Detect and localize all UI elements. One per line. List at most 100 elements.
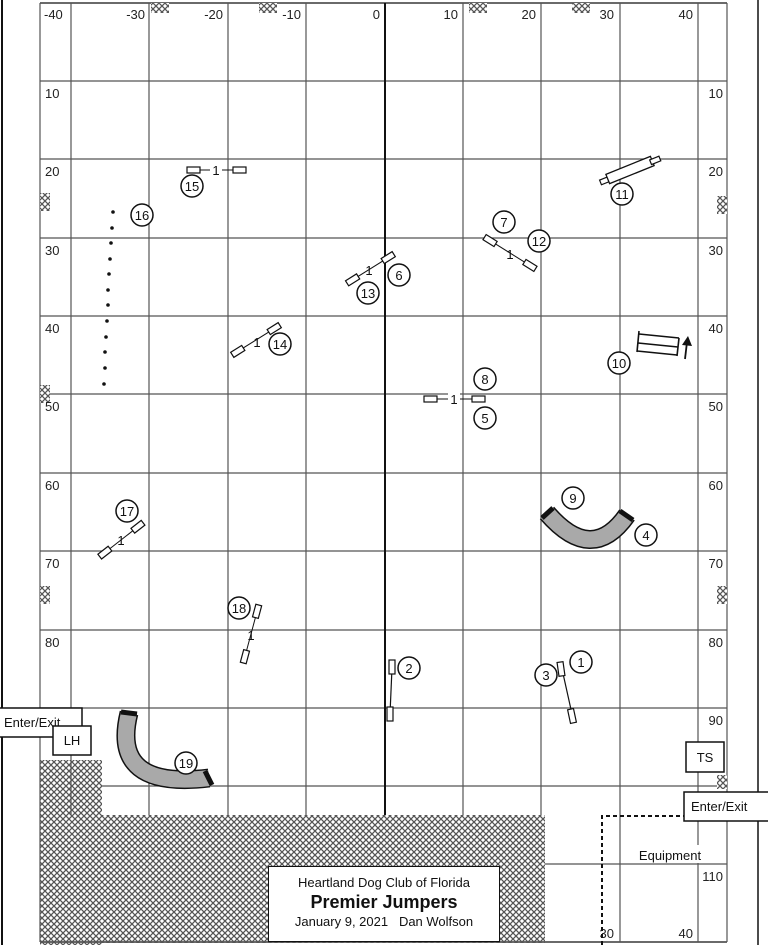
svg-text:-30: -30	[126, 7, 145, 22]
svg-text:1: 1	[577, 655, 584, 670]
svg-text:13: 13	[361, 286, 375, 301]
jump-7-wing-label: 1	[506, 247, 513, 262]
obstacle-number-16: 16	[130, 203, 154, 227]
club-name: Heartland Dog Club of Florida	[298, 875, 470, 890]
obstacle-number-11: 11	[610, 182, 634, 206]
svg-text:70: 70	[709, 556, 723, 571]
svg-text:10: 10	[709, 86, 723, 101]
obstacle-number-2: 2	[397, 656, 421, 680]
svg-text:60: 60	[45, 478, 59, 493]
svg-text:17: 17	[120, 504, 134, 519]
svg-text:30: 30	[600, 926, 614, 941]
border-markers	[40, 3, 727, 789]
course-date: January 9, 2021	[294, 914, 389, 929]
weave-poles-16	[102, 210, 115, 386]
svg-text:18: 18	[232, 601, 246, 616]
svg-text:6: 6	[395, 268, 402, 283]
svg-text:40: 40	[679, 926, 693, 941]
svg-text:11: 11	[615, 187, 629, 202]
svg-text:16: 16	[135, 208, 149, 223]
tunnel-19	[116, 709, 215, 790]
svg-text:1: 1	[212, 163, 219, 178]
svg-text:Equipment: Equipment	[639, 848, 702, 863]
obstacle-number-5: 5	[473, 406, 497, 430]
obstacle-number-3: 3	[534, 663, 558, 687]
course-name: Premier Jumpers	[310, 892, 458, 912]
jump-6-wing-label: 1	[365, 263, 372, 278]
svg-text:10: 10	[45, 86, 59, 101]
jump-7-12	[482, 233, 538, 273]
svg-text:-40: -40	[44, 7, 63, 22]
obstacle-number-6: 6	[387, 263, 411, 287]
svg-text:110: 110	[702, 869, 723, 884]
svg-text:20: 20	[45, 164, 59, 179]
svg-text:90: 90	[709, 713, 723, 728]
direction-arrow-icon	[682, 336, 692, 360]
svg-text:Enter/Exit: Enter/Exit	[691, 799, 748, 814]
obstacle-number-8: 8	[473, 367, 497, 391]
obstacle-number-17: 17	[115, 499, 139, 523]
triple-jump-10	[636, 330, 680, 357]
svg-text:5: 5	[481, 411, 488, 426]
table-steward-box: TS	[685, 741, 725, 773]
svg-text:60: 60	[709, 478, 723, 493]
svg-text:50: 50	[45, 399, 59, 414]
svg-text:-10: -10	[282, 7, 301, 22]
svg-text:14: 14	[273, 337, 287, 352]
svg-text:70: 70	[45, 556, 59, 571]
obstacle-number-13: 13	[356, 281, 380, 305]
jump-17-wing-label: 1	[117, 533, 124, 548]
obstacle-number-10: 10	[607, 351, 631, 375]
jump-15: 1	[186, 163, 247, 178]
jump-2	[386, 659, 396, 722]
svg-text:30: 30	[709, 243, 723, 258]
svg-text:12: 12	[532, 234, 546, 249]
svg-text:LH: LH	[64, 733, 81, 748]
svg-text:8: 8	[481, 372, 488, 387]
leash-holder-box: LH	[52, 725, 92, 756]
obstacle-number-1: 1	[569, 650, 593, 674]
svg-text:80: 80	[709, 635, 723, 650]
svg-text:40: 40	[709, 321, 723, 336]
equipment-area: Equipment	[601, 815, 727, 945]
svg-text:2: 2	[405, 661, 412, 676]
top-axis-labels: -40 -30 -20 -10 0 10 20 30 40	[44, 7, 693, 22]
svg-text:TS: TS	[697, 750, 714, 765]
svg-text:80: 80	[45, 635, 59, 650]
obstacle-number-12: 12	[527, 229, 551, 253]
course-meta: January 9, 2021 Dan Wolfson	[269, 913, 499, 930]
judge-name: Dan Wolfson	[398, 914, 474, 929]
obstacle-number-9: 9	[561, 486, 585, 510]
svg-text:7: 7	[500, 215, 507, 230]
broad-jump-11	[598, 155, 662, 186]
svg-text:30: 30	[45, 243, 59, 258]
jump-14-wing-label: 1	[253, 335, 260, 350]
jump-1-3	[556, 660, 578, 725]
svg-text:-20: -20	[204, 7, 223, 22]
obstacle-number-18: 18	[227, 596, 251, 620]
left-axis-labels: 10 20 30 40 50 60 70 80	[45, 86, 59, 650]
svg-text:1: 1	[450, 392, 457, 407]
right-axis-labels: 10 20 30 40 50 60 70 80 90 110	[702, 86, 723, 884]
enter-exit-left: Enter/Exit	[0, 707, 83, 738]
svg-text:9: 9	[569, 491, 576, 506]
svg-text:40: 40	[45, 321, 59, 336]
jump-5-8: 1	[423, 392, 486, 407]
svg-text:50: 50	[709, 399, 723, 414]
svg-text:3: 3	[542, 668, 549, 683]
jump-18	[239, 603, 263, 665]
svg-text:0: 0	[373, 7, 380, 22]
svg-text:40: 40	[679, 7, 693, 22]
jump-18-wing-label: 1	[247, 628, 254, 643]
obstacle-number-19: 19	[174, 751, 198, 775]
jump-6-13	[344, 250, 397, 287]
svg-text:30: 30	[600, 7, 614, 22]
svg-text:10: 10	[612, 356, 626, 371]
obstacle-number-14: 14	[268, 332, 292, 356]
svg-text:15: 15	[185, 179, 199, 194]
obstacle-number-7: 7	[492, 210, 516, 234]
svg-text:20: 20	[709, 164, 723, 179]
jump-17	[97, 519, 146, 560]
obstacle-number-4: 4	[634, 523, 658, 547]
obstacle-number-15: 15	[180, 174, 204, 198]
